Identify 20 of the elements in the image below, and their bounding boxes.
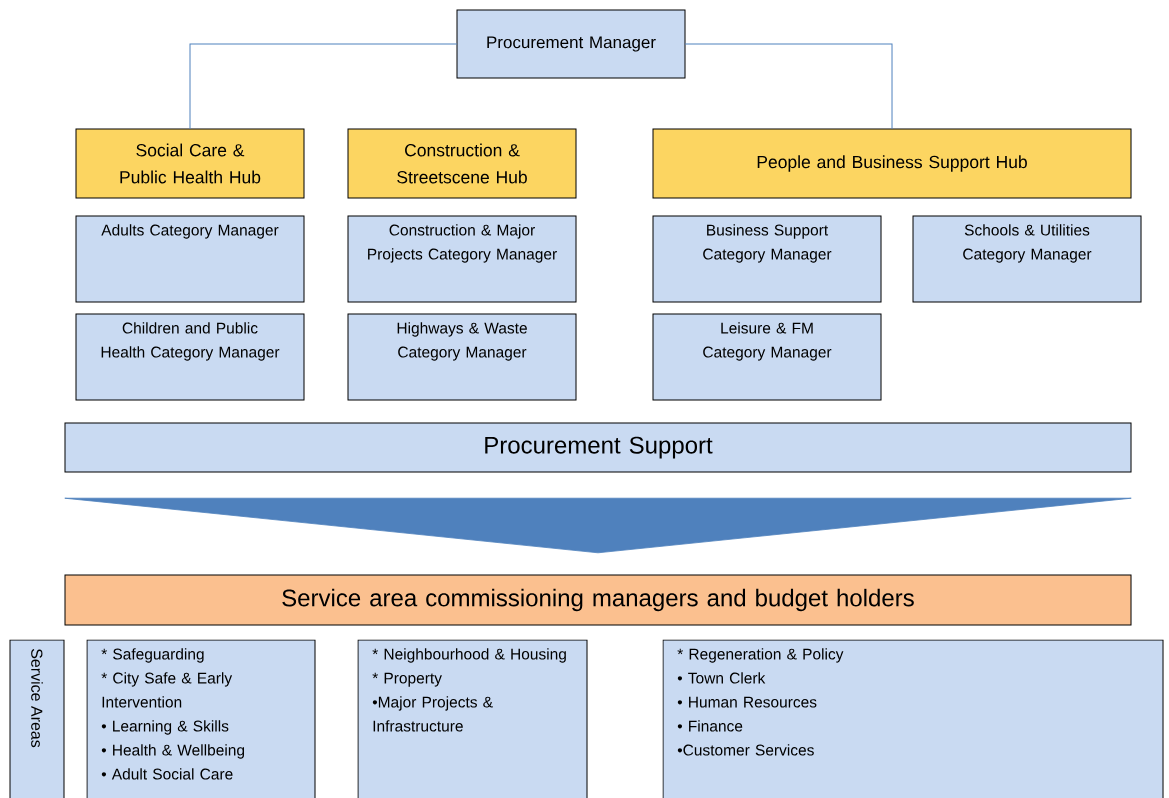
category-manager-box: Construction & Major Projects Category Manager — [347, 215, 577, 303]
hub-box: Construction & Streetscene Hub — [347, 128, 577, 199]
category-manager-box: Schools & Utilities Category Manager — [912, 215, 1142, 303]
service-areas-box: Service Areas — [9, 639, 65, 798]
hub-box: People and Business Support Hub — [652, 128, 1132, 199]
connector-line — [189, 43, 458, 130]
commissioning-band: Service area commissioning managers and budget holders — [64, 574, 1132, 626]
category-manager-box: Leisure & FM Category Manager — [652, 313, 882, 401]
service-list-box: * Neighbourhood & Housing * Property •Major Projects & Infrastructure — [357, 639, 588, 798]
category-manager-box: Business Support Category Manager — [652, 215, 882, 303]
service-list-box: * Safeguarding * City Safe & Early Intervention • Learning & Skills • Health & Wellbeing • Adult Social Care — [86, 639, 316, 798]
chevron-arrow — [64, 497, 1132, 554]
hub-box: Social Care & Public Health Hub — [75, 128, 305, 199]
manager-box: Procurement Manager — [456, 9, 686, 79]
connector-line — [684, 43, 893, 130]
category-manager-box: Highways & Waste Category Manager — [347, 313, 577, 401]
category-manager-box: Children and Public Health Category Manager — [75, 313, 305, 401]
service-list-box: * Regeneration & Policy • Town Clerk • Human Resources • Finance •Customer Services — [662, 639, 1164, 798]
support-band: Procurement Support — [64, 422, 1132, 473]
category-manager-box: Adults Category Manager — [75, 215, 305, 303]
